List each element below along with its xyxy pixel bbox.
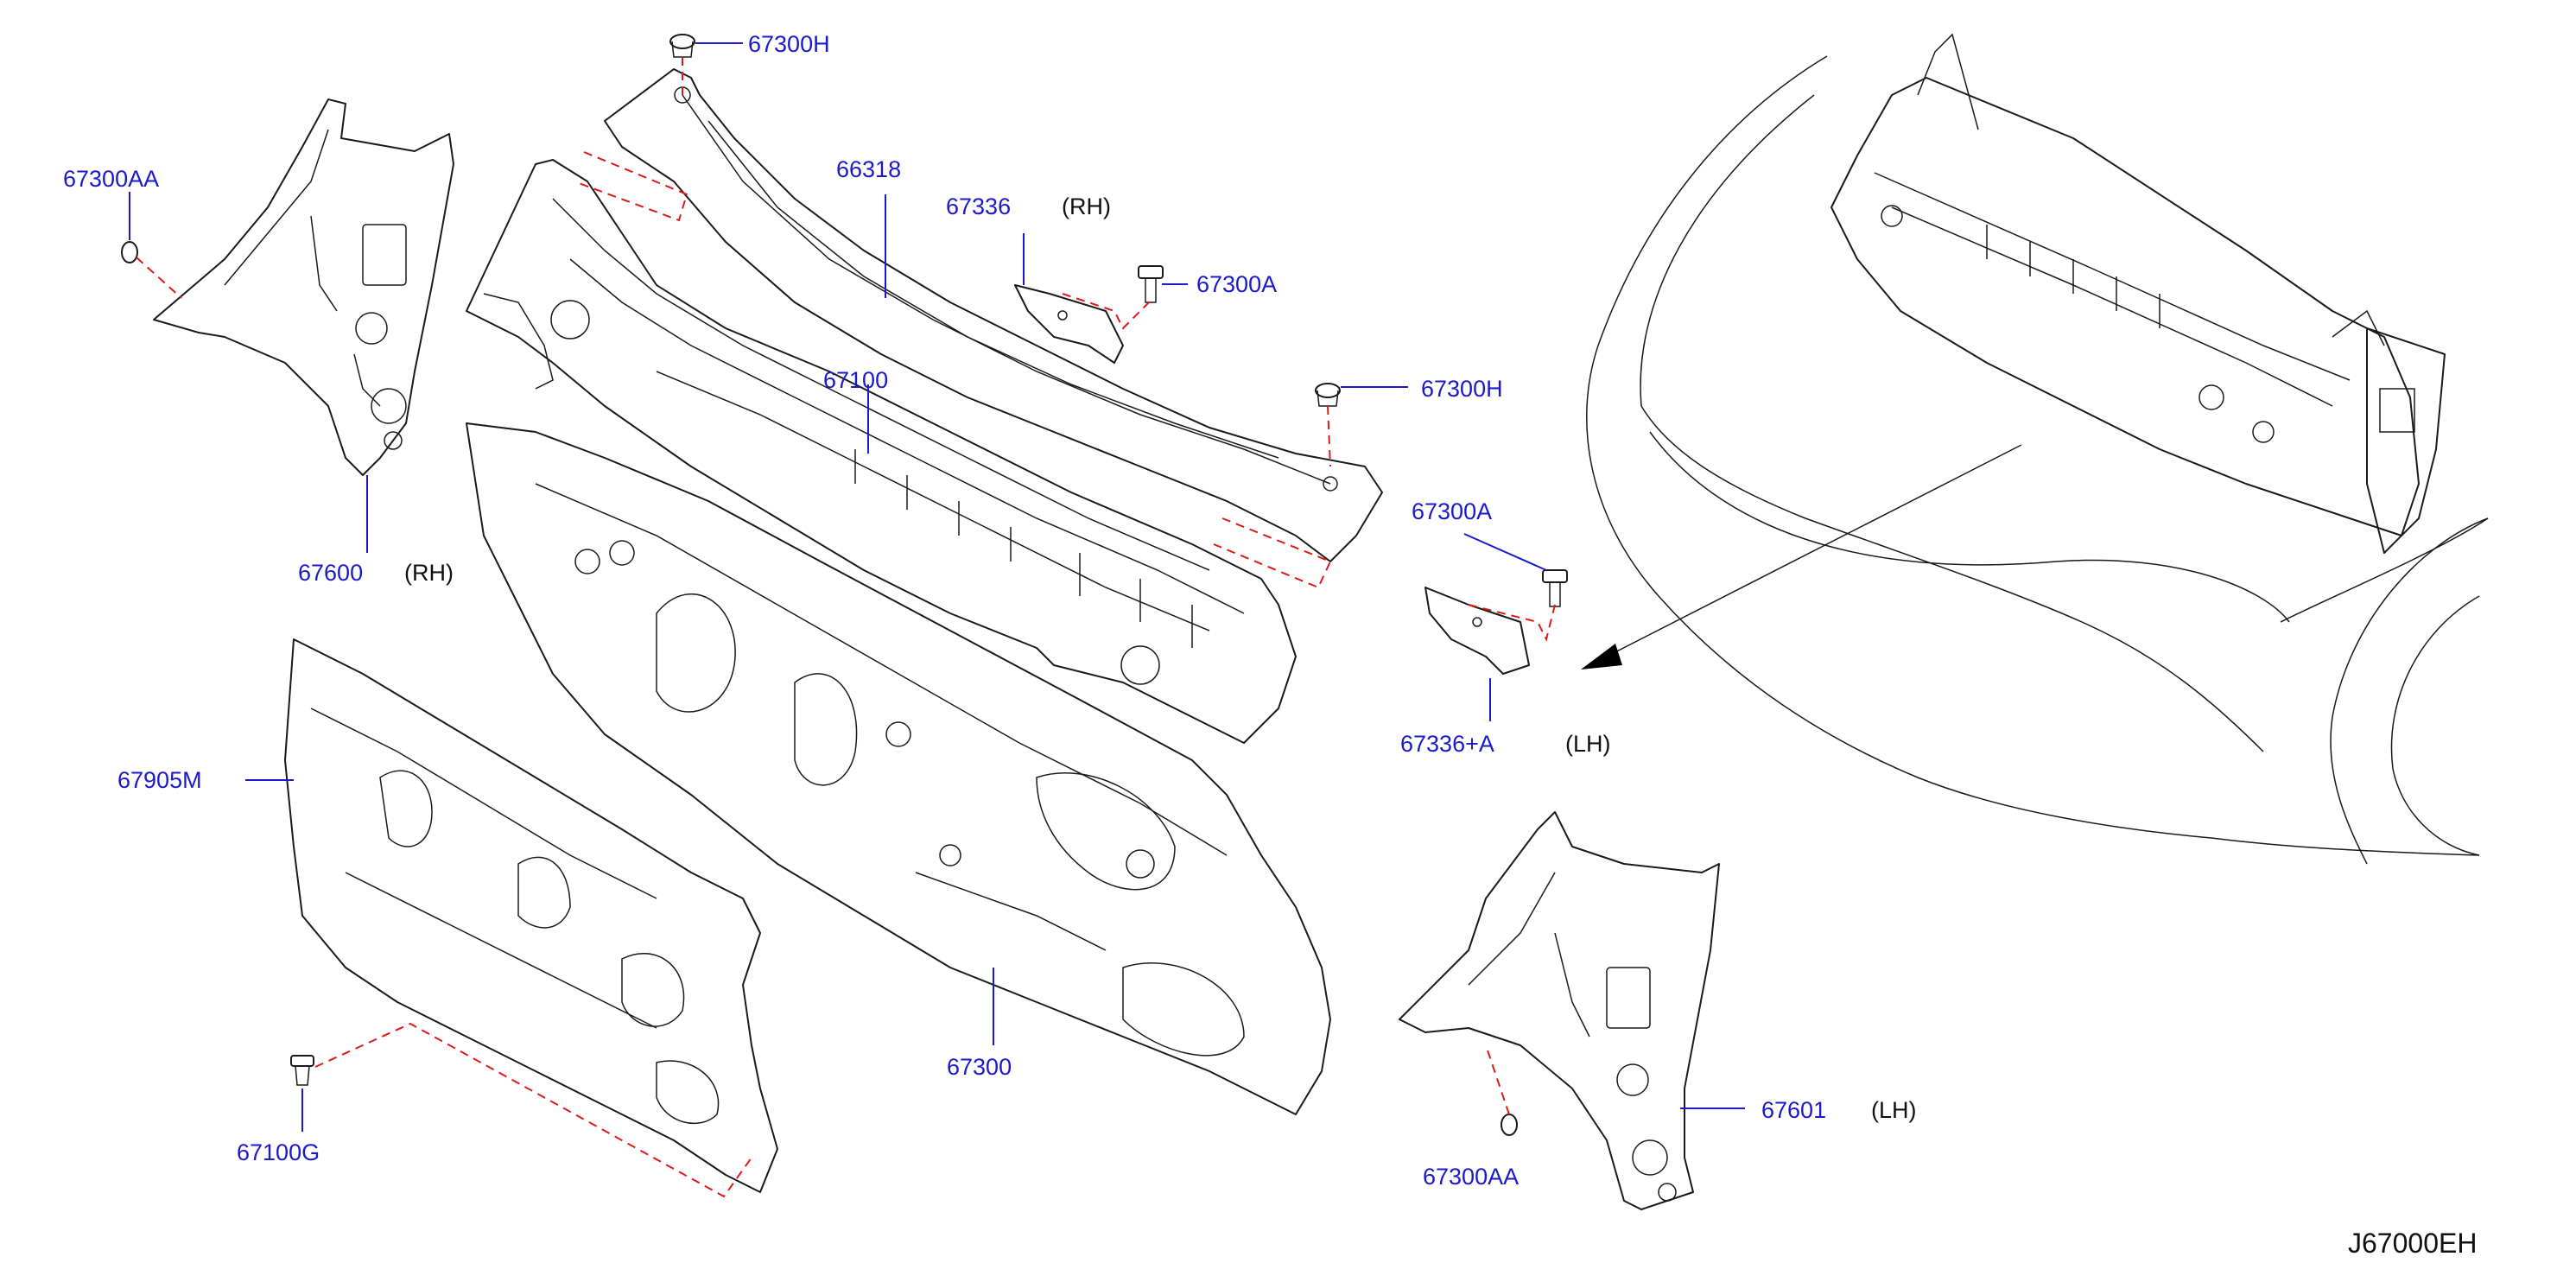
installed-cowl-sketch bbox=[1830, 33, 2446, 554]
label-67601-side: (LH) bbox=[1871, 1097, 1917, 1123]
label-67300AA-left[interactable]: 67300AA bbox=[63, 166, 160, 192]
label-67300[interactable]: 67300 bbox=[947, 1054, 1012, 1080]
part-67905M-insulator bbox=[284, 638, 778, 1193]
part-67300-dash-panel bbox=[466, 422, 1331, 1115]
part-67336A-lh-bracket bbox=[1424, 587, 1530, 675]
vehicle-silhouette bbox=[1586, 55, 2489, 865]
label-67300A-lower[interactable]: 67300A bbox=[1412, 498, 1493, 524]
fastener-67100G bbox=[290, 1055, 314, 1086]
label-66318[interactable]: 66318 bbox=[836, 156, 902, 182]
part-67100-cowl-panel bbox=[466, 159, 1297, 744]
part-67601-lh-panel bbox=[1399, 811, 1720, 1210]
fastener-dash-lines bbox=[136, 57, 1556, 1198]
fastener-67300H-right bbox=[1315, 383, 1341, 407]
label-67601[interactable]: 67601 bbox=[1761, 1097, 1827, 1123]
label-67300H-right[interactable]: 67300H bbox=[1421, 376, 1503, 402]
fastener-67300A-upper bbox=[1138, 265, 1164, 303]
diagram-code: J67000EH bbox=[2348, 1228, 2478, 1259]
label-67336A-side: (LH) bbox=[1565, 731, 1611, 757]
label-67300A-upper[interactable]: 67300A bbox=[1196, 271, 1278, 297]
part-67336-rh-bracket bbox=[1014, 284, 1124, 364]
label-67336-side: (RH) bbox=[1062, 194, 1111, 219]
part-67600-rh-panel bbox=[153, 98, 454, 476]
label-67300AA-bottom[interactable]: 67300AA bbox=[1423, 1164, 1520, 1190]
fastener-67300AA-bottom bbox=[1501, 1114, 1518, 1136]
fastener-67300H-top bbox=[669, 34, 695, 58]
label-67600-side: (RH) bbox=[404, 560, 454, 586]
label-67336A[interactable]: 67336+A bbox=[1400, 731, 1494, 757]
label-67100G[interactable]: 67100G bbox=[237, 1139, 320, 1165]
leader-lines bbox=[129, 42, 1745, 1132]
label-67336[interactable]: 67336 bbox=[946, 194, 1012, 219]
location-arrow bbox=[1581, 444, 2022, 670]
label-67600[interactable]: 67600 bbox=[298, 560, 364, 586]
label-67905M[interactable]: 67905M bbox=[117, 767, 202, 793]
part-66318-cowl-top bbox=[604, 68, 1383, 562]
label-67300H-top[interactable]: 67300H bbox=[748, 31, 830, 57]
fastener-67300AA-left bbox=[121, 241, 138, 263]
label-67100[interactable]: 67100 bbox=[823, 367, 889, 393]
fastener-67300A-lower bbox=[1542, 569, 1568, 607]
